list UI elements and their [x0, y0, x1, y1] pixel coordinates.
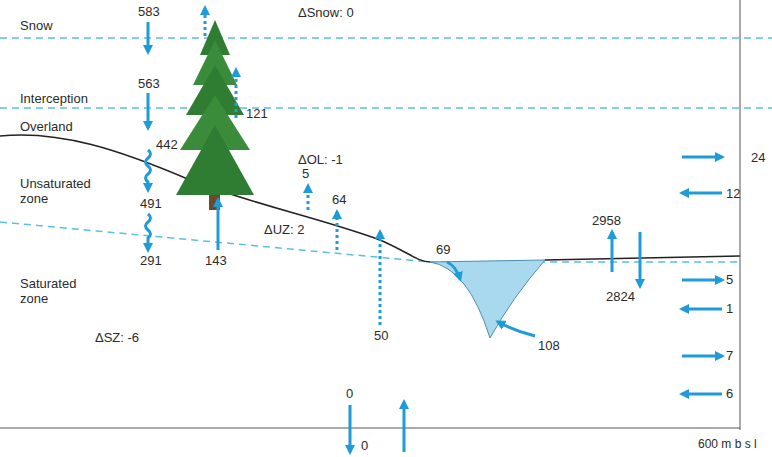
- flux-value: 583: [138, 4, 160, 19]
- tree: [176, 20, 254, 210]
- flux-value: 24: [751, 150, 765, 165]
- model-bottom: [0, 428, 740, 429]
- flux-value: 64: [332, 192, 346, 207]
- flux-value: 5: [302, 166, 309, 181]
- flux-value: 1: [726, 301, 733, 316]
- flux-arrows: [146, 8, 723, 452]
- flux-value: 0: [361, 438, 368, 453]
- flux-value: 7: [726, 348, 733, 363]
- flux-value: 5: [726, 272, 733, 287]
- water-table: [0, 222, 740, 262]
- flux-value: 0: [346, 386, 353, 401]
- snow-boundary: [0, 37, 772, 39]
- flux-value: 442: [156, 137, 178, 152]
- zone-label: Unsaturated zone: [20, 176, 110, 206]
- flux-value: 491: [140, 196, 162, 211]
- flux-value: 143: [205, 253, 227, 268]
- storage-change: ΔOL: -1: [298, 152, 343, 167]
- storage-change: ΔUZ: 2: [264, 222, 304, 237]
- storage-change: ΔSZ: -6: [95, 330, 139, 345]
- flux-value: 6: [726, 386, 733, 401]
- zone-label: Snow: [20, 18, 53, 33]
- flux-value: 2958: [592, 213, 621, 228]
- flux-value: 12: [726, 186, 740, 201]
- zone-label: Overland: [20, 119, 73, 134]
- flux-value: 50: [374, 328, 388, 343]
- ground-surface: [0, 135, 740, 262]
- zone-label: Saturated zone: [20, 276, 95, 306]
- model-boundary: [740, 0, 741, 430]
- flux-value: 291: [140, 253, 162, 268]
- zone-label: Interception: [20, 91, 88, 106]
- storage-change: ΔSnow: 0: [298, 5, 354, 20]
- flux-value: 563: [138, 76, 160, 91]
- depth-label: 600 m b s l: [698, 437, 757, 452]
- interception-boundary: [0, 107, 772, 109]
- flux-value: 69: [436, 242, 450, 257]
- flux-value: 121: [246, 106, 268, 121]
- river: [430, 260, 545, 338]
- flux-value: 2824: [606, 289, 635, 304]
- flux-value: 108: [538, 338, 560, 353]
